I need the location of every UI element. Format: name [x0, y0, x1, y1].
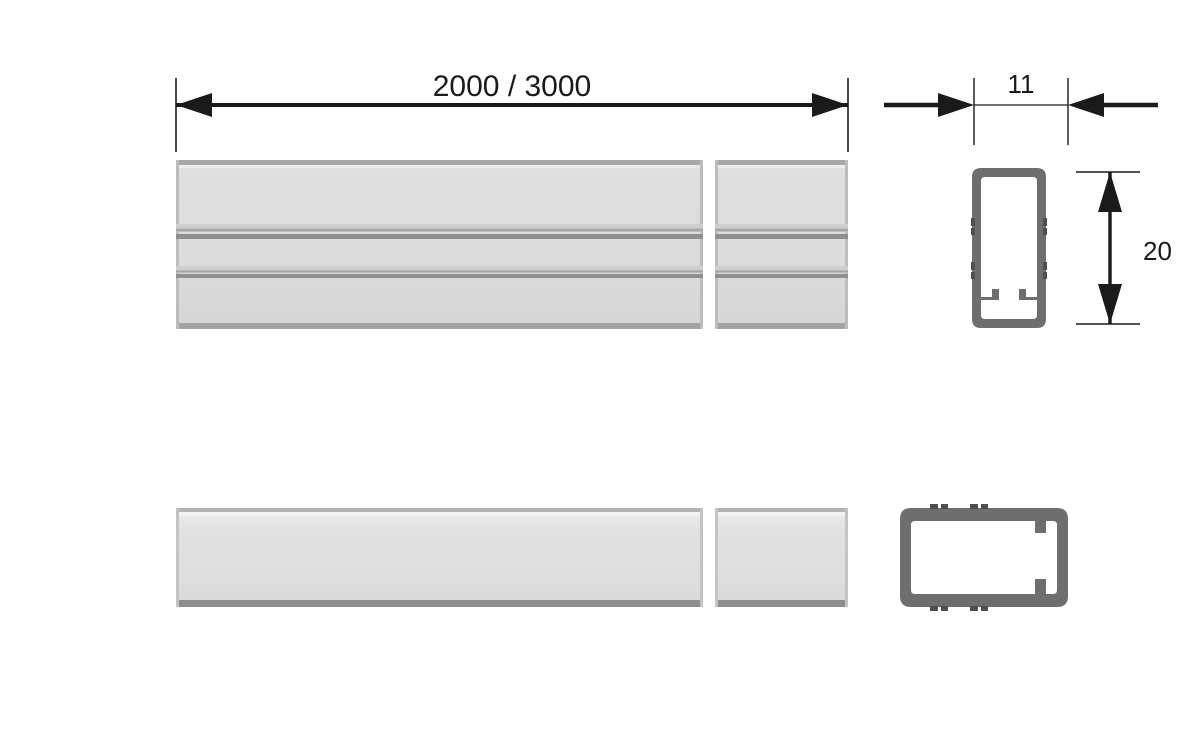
profile-right-edge	[845, 160, 848, 329]
section-notch-icon	[941, 606, 948, 611]
cover-face	[176, 508, 703, 607]
profile-bottom-edge	[176, 323, 703, 329]
section-notch-icon	[1043, 262, 1047, 270]
section-notch-icon	[971, 262, 975, 270]
dimension-width-label: 11	[1008, 69, 1035, 99]
arrowhead-bottom-icon	[1098, 284, 1122, 324]
cover-right-edge	[845, 508, 848, 607]
section-notch-icon	[930, 504, 938, 509]
section-notch-icon	[970, 606, 978, 611]
groove-line	[715, 234, 848, 239]
section-notch-icon	[1043, 228, 1047, 235]
profile-top-edge	[715, 160, 848, 165]
profile-top-highlight	[176, 165, 703, 168]
profile-top-highlight	[715, 165, 848, 168]
section-notch-icon	[1043, 272, 1047, 279]
cover-right-edge	[700, 508, 703, 607]
groove-line	[176, 234, 703, 239]
section-notch-icon	[971, 218, 975, 226]
dimension-length-label: 2000 / 3000	[433, 70, 591, 103]
cross-section-horizontal	[900, 504, 1068, 611]
groove-line	[715, 224, 848, 228]
cover-top-highlight	[176, 512, 703, 516]
section-notch-icon	[971, 228, 975, 235]
section-notch-icon	[930, 606, 938, 611]
profile-left-edge	[715, 160, 718, 329]
cover-face	[715, 508, 848, 607]
dimension-length: 2000 / 3000	[175, 70, 849, 152]
groove-line	[715, 228, 848, 232]
section-notch-icon	[981, 504, 988, 509]
profile-face	[176, 160, 703, 329]
groove-line	[176, 228, 703, 232]
cover-top-highlight	[715, 512, 848, 516]
groove-line	[176, 274, 703, 278]
arrowhead-left-icon	[938, 93, 974, 117]
cover-elevation-segment-main	[176, 508, 703, 607]
cover-top-edge	[176, 508, 703, 512]
groove-line	[176, 270, 703, 273]
profile-bottom-edge	[715, 323, 848, 329]
section-notch-icon	[941, 504, 948, 509]
groove-line	[176, 224, 703, 228]
cover-left-edge	[715, 508, 718, 607]
cover-elevation-view	[176, 503, 848, 613]
cover-bottom-edge	[176, 600, 703, 607]
cross-section-vertical	[971, 168, 1047, 328]
dimension-height: 20	[1076, 171, 1172, 325]
cover-left-edge	[176, 508, 179, 607]
arrowhead-right-icon	[1068, 93, 1104, 117]
groove-line	[715, 270, 848, 273]
cover-elevation-segment-tail	[715, 508, 848, 607]
arrowhead-top-icon	[1098, 172, 1122, 212]
dimension-height-label: 20	[1143, 236, 1172, 266]
profile-right-edge	[700, 160, 703, 329]
groove-line	[715, 266, 848, 270]
front-elevation-view	[176, 155, 848, 335]
dimension-width: 11	[884, 69, 1158, 145]
arrowhead-left-icon	[176, 93, 212, 117]
profile-face	[715, 160, 848, 329]
arrowhead-right-icon	[812, 93, 848, 117]
break-gap	[703, 503, 715, 613]
section-notch-icon	[1043, 218, 1047, 226]
groove-line	[715, 274, 848, 278]
break-gap	[703, 155, 715, 335]
section-notch-icon	[971, 272, 975, 279]
front-elevation-segment-tail	[715, 160, 848, 329]
profile-top-edge	[176, 160, 703, 165]
section-cavity	[911, 521, 1057, 594]
section-cavity	[981, 177, 1037, 319]
profile-left-edge	[176, 160, 179, 329]
front-elevation-segment-main	[176, 160, 703, 329]
section-notch-icon	[970, 504, 978, 509]
cover-bottom-edge	[715, 600, 848, 607]
groove-line	[176, 266, 703, 270]
section-notch-icon	[981, 606, 988, 611]
cover-top-edge	[715, 508, 848, 512]
